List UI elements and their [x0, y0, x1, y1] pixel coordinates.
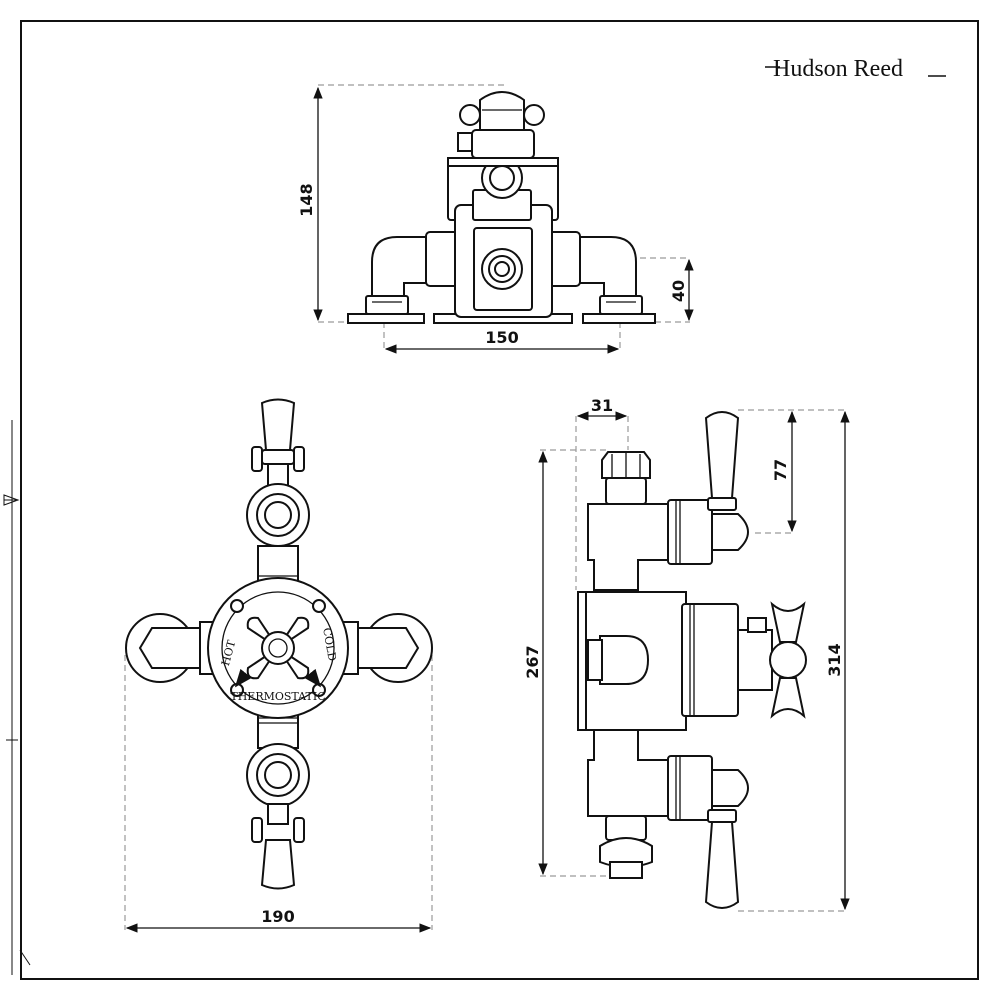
front-view: 148 40 150: [297, 84, 694, 354]
dim-front-width: 150: [485, 328, 518, 347]
dim-side-depth: 31: [591, 396, 613, 415]
dial-label-cold: COLD: [320, 627, 339, 662]
brand-name: Hudson Reed: [773, 56, 903, 82]
dial-label-thermostatic: THERMOSTATIC: [230, 690, 325, 703]
side-view: 31 77 267 314: [523, 396, 850, 912]
dim-front-base-height: 40: [669, 280, 688, 302]
dim-side-body-height: 267: [523, 645, 542, 678]
face-view: HOT COLD THERMOSTATIC 190: [124, 398, 433, 933]
dim-front-height: 148: [297, 183, 316, 216]
brand-logo: Hudson Reed: [765, 56, 946, 82]
dim-face-width: 190: [261, 907, 294, 926]
sheet-border: [20, 20, 979, 980]
dim-side-total-height: 314: [825, 643, 844, 676]
edge-marks: [3, 420, 31, 975]
dim-side-handle-drop: 77: [771, 459, 790, 481]
